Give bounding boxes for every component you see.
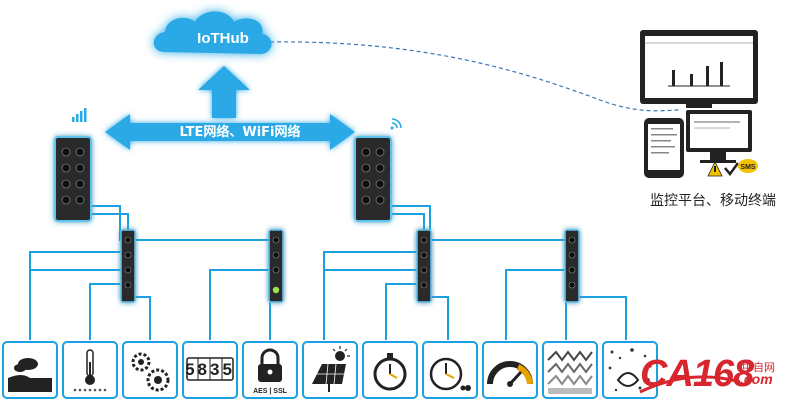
laptop-monitor-icon bbox=[686, 110, 752, 163]
io-hub-4 bbox=[564, 229, 580, 303]
logo-domain-text: .com bbox=[740, 371, 773, 387]
sms-badge-label: SMS bbox=[740, 164, 756, 171]
monitoring-label: 监控平台、移动终端 bbox=[650, 193, 776, 209]
io-hub-1 bbox=[120, 229, 136, 303]
ca168-logo-mark bbox=[639, 375, 741, 394]
gateway-device-lte bbox=[54, 136, 92, 222]
lock-icon: AES | SSL bbox=[242, 341, 298, 399]
counter-icon: 5835 bbox=[182, 341, 238, 399]
thermometer-icon bbox=[62, 341, 118, 399]
stopwatch-icon bbox=[362, 341, 418, 399]
logo-main-text: CA168 bbox=[640, 353, 754, 395]
vibration-icon bbox=[542, 341, 598, 399]
io-hub-2 bbox=[268, 229, 284, 303]
lock-text: AES | SSL bbox=[253, 388, 288, 395]
speed-gauge-icon bbox=[482, 341, 538, 399]
network-label: LTE网络、WiFi网络 bbox=[179, 125, 301, 140]
logo-chinese-text: 中自网 bbox=[742, 361, 775, 374]
gears-icon bbox=[122, 341, 178, 399]
gateway-device-wifi bbox=[354, 136, 392, 222]
clock-icon bbox=[422, 341, 478, 399]
connection-lines bbox=[29, 205, 627, 340]
uplink-arrow bbox=[198, 66, 250, 118]
iothub-label: IoTHub bbox=[197, 30, 249, 47]
io-hub-3 bbox=[416, 229, 432, 303]
wifi-icon bbox=[390, 118, 402, 130]
soil-icon bbox=[2, 341, 58, 399]
desktop-monitor-icon bbox=[640, 30, 758, 108]
solar-panel-icon bbox=[302, 341, 358, 399]
noise-icon bbox=[602, 341, 658, 399]
mobile-phone-icon bbox=[644, 118, 684, 178]
lte-signal-icon bbox=[72, 108, 87, 122]
monitoring-platform: SMS bbox=[640, 30, 758, 178]
counter-digits: 5835 bbox=[185, 360, 235, 379]
cloud-monitor-link bbox=[269, 41, 681, 112]
sms-badge: SMS bbox=[738, 159, 758, 173]
network-arrow bbox=[105, 114, 355, 150]
sensor-tiles: 5835 AES | SSL bbox=[2, 341, 658, 399]
iothub-cloud bbox=[153, 11, 272, 54]
warning-icon bbox=[707, 161, 740, 177]
